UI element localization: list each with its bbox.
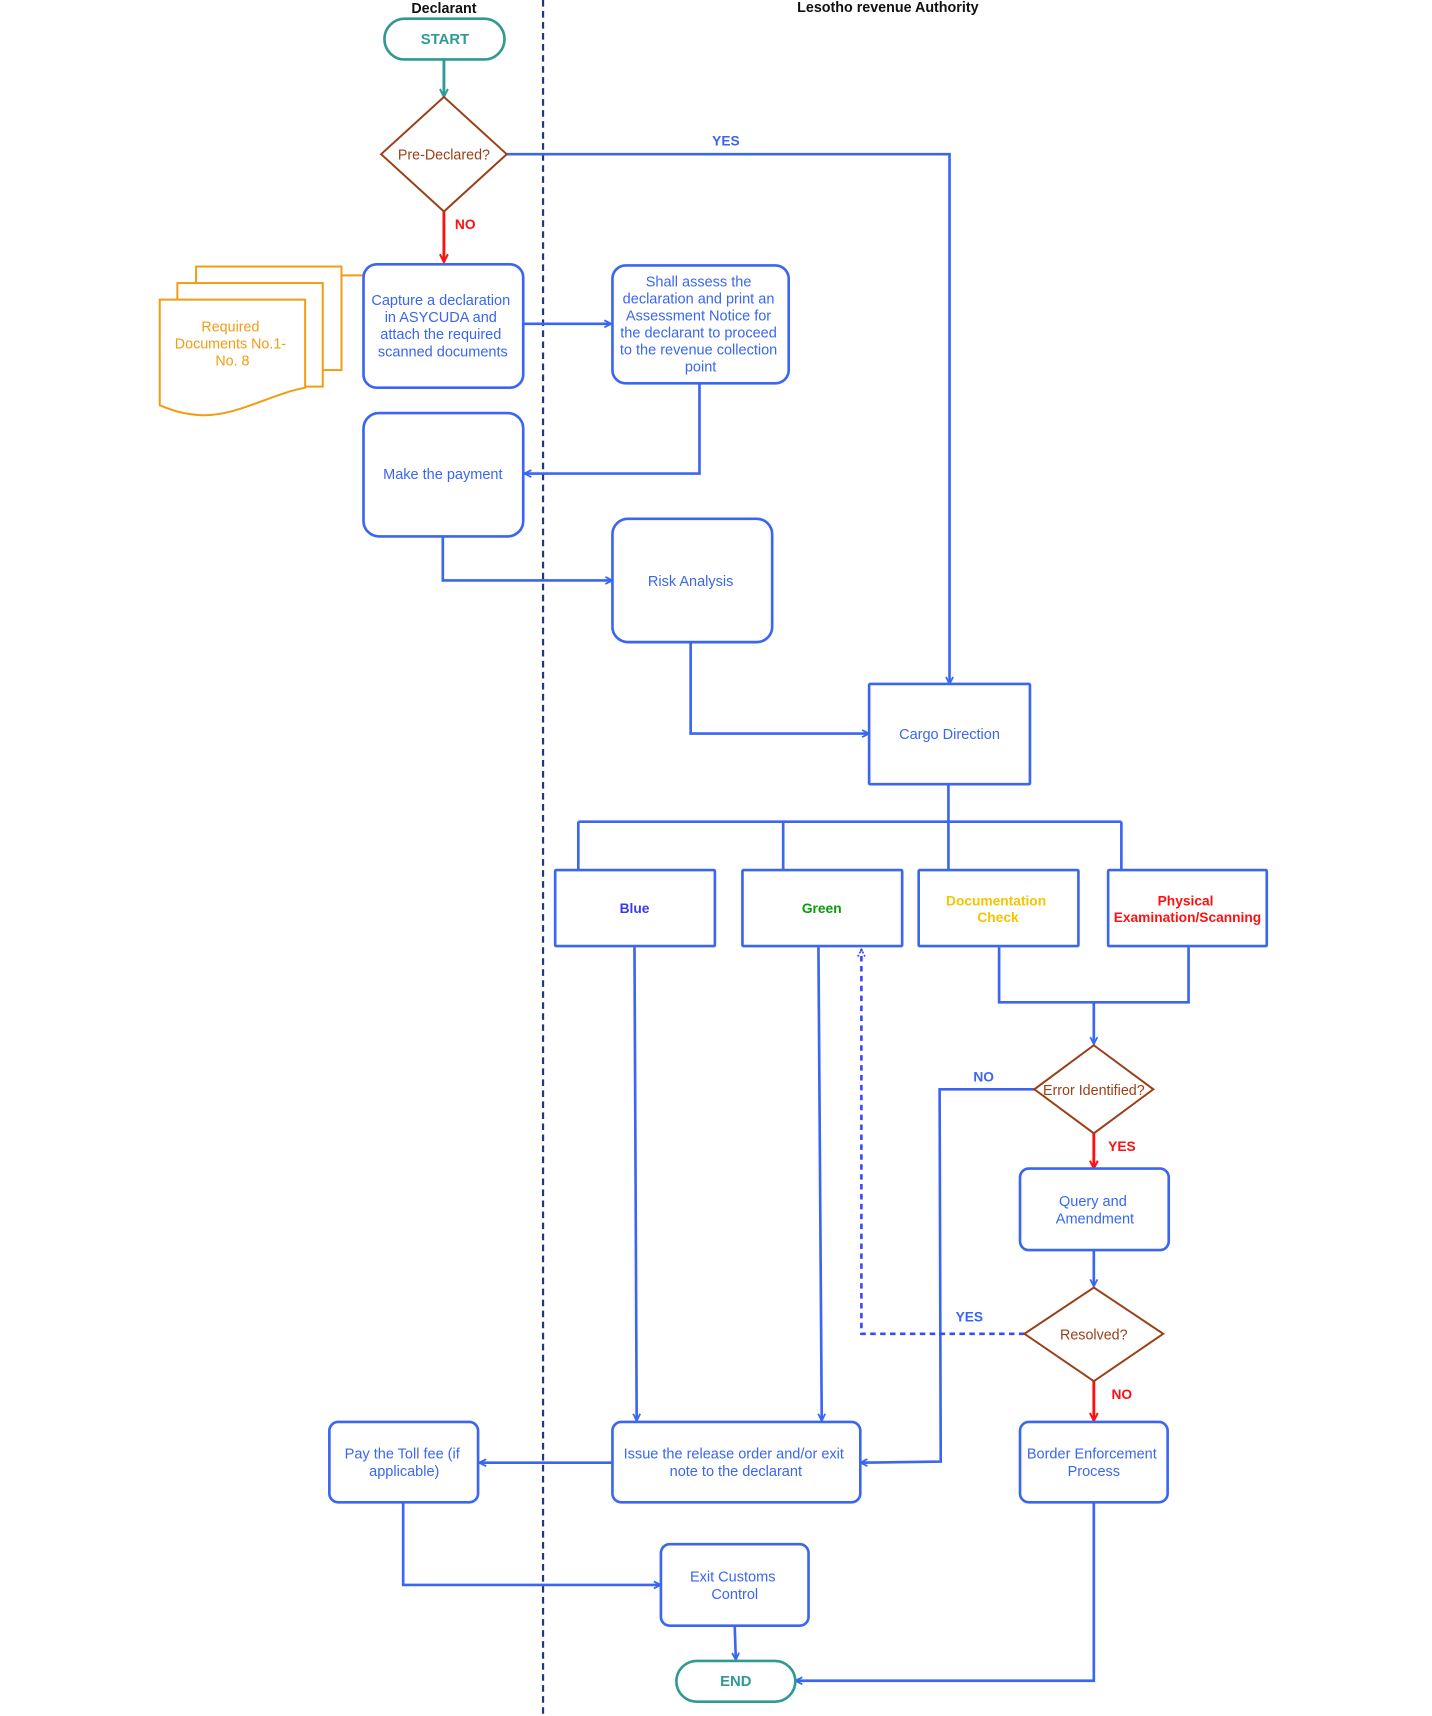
edge-exit-to-end	[735, 1625, 736, 1660]
end-terminal: END	[675, 1659, 797, 1704]
process-capture-declaration: Capture a declaration in ASYCUDA and att…	[362, 263, 525, 390]
svg-text:Risk Analysis: Risk Analysis	[648, 574, 734, 590]
svg-text:Physical Examination/Sca: Physical Examination/Scanning	[1114, 893, 1261, 925]
edge-border-to-end	[795, 1502, 1096, 1680]
process-border-enforcement: Border Enforcement Process	[1018, 1420, 1169, 1504]
channel-documentation-check: Documentation Check	[917, 868, 1080, 948]
process-risk-analysis: Risk Analysis	[611, 517, 774, 644]
svg-text:Issue the release order and/or: Issue the release order and/or exit note…	[624, 1446, 848, 1480]
lane-title-declarant: Declarant	[411, 1, 476, 17]
edge-risk-to-cargo	[689, 642, 869, 733]
svg-text:Border Enforcement Proce: Border Enforcement Process	[1027, 1446, 1161, 1480]
svg-text:Capture a declaration in: Capture a declaration in ASYCUDA and att…	[371, 293, 514, 360]
svg-text:Blue: Blue	[620, 901, 650, 916]
channel-physical-examination: Physical Examination/Scanning	[1106, 868, 1269, 948]
svg-text:Make the payment: Make the payment	[383, 467, 502, 483]
svg-text:Cargo Direction: Cargo Direction	[899, 727, 1000, 743]
edge-label-error-yes: YES	[1108, 1139, 1136, 1154]
process-exit-customs-control: Exit Customs Control	[659, 1542, 810, 1628]
svg-text:Shall assess the declara: Shall assess the declaration and print a…	[620, 274, 781, 375]
lane-title-authority: Lesotho revenue Authority	[797, 0, 978, 16]
edge-label-resolved-no: NO	[1111, 1387, 1132, 1402]
svg-text:Pay the Toll fee (if app: Pay the Toll fee (if applicable)	[345, 1446, 464, 1480]
svg-text:Query and Amendment: Query and Amendment	[1056, 1194, 1134, 1228]
edge-checks-merge	[997, 947, 1190, 1044]
process-make-payment: Make the payment	[362, 411, 525, 538]
start-label: START	[421, 32, 469, 48]
channel-green: Green	[741, 868, 904, 948]
svg-text:Resolved?: Resolved?	[1060, 1327, 1128, 1343]
document-stack-label: Required Documents No.1- No. 8	[175, 320, 290, 370]
start-terminal: START	[383, 17, 506, 61]
edge-assess-to-payment	[524, 383, 701, 473]
process-pay-toll-fee: Pay the Toll fee (if applicable)	[328, 1420, 480, 1504]
process-query-amendment: Query and Amendment	[1018, 1167, 1171, 1252]
edge-resolved-yes	[861, 949, 1025, 1336]
decision-resolved: Resolved?	[1022, 1286, 1165, 1383]
channel-blue: Blue	[553, 868, 717, 948]
process-cargo-direction: Cargo Direction	[867, 682, 1032, 786]
edge-error-no	[860, 1087, 1036, 1462]
svg-text:Green: Green	[802, 901, 842, 916]
svg-text:Error Identified?: Error Identified?	[1043, 1083, 1145, 1099]
edge-cargo-split	[576, 784, 1123, 871]
edge-label-error-no: NO	[973, 1070, 994, 1085]
edge-green-to-release	[817, 947, 821, 1421]
document-stack-required: Required Documents No.1- No. 8	[158, 265, 343, 417]
edge-label-resolved-yes: YES	[956, 1310, 984, 1325]
decision-pre-declared: Pre-Declared?	[379, 95, 509, 213]
svg-text:Documentation Check: Documentation Check	[946, 893, 1050, 925]
edge-blue-to-release	[634, 947, 636, 1421]
decision-pre-declared-label: Pre-Declared?	[398, 148, 490, 164]
edge-label-predeclared-no: NO	[455, 217, 476, 232]
end-label: END	[720, 1674, 752, 1690]
edge-label-predeclared-yes: YES	[712, 133, 740, 148]
edge-predeclared-yes	[506, 152, 950, 684]
process-assess-declaration: Shall assess the declaration and print a…	[611, 264, 791, 385]
edge-toll-to-exit	[401, 1502, 661, 1585]
decision-error-identified: Error Identified?	[1032, 1044, 1155, 1135]
process-issue-release-order: Issue the release order and/or exit note…	[611, 1420, 862, 1504]
edge-payment-to-risk	[441, 536, 613, 580]
svg-text:Exit Customs Control: Exit Customs Control	[690, 1570, 780, 1604]
